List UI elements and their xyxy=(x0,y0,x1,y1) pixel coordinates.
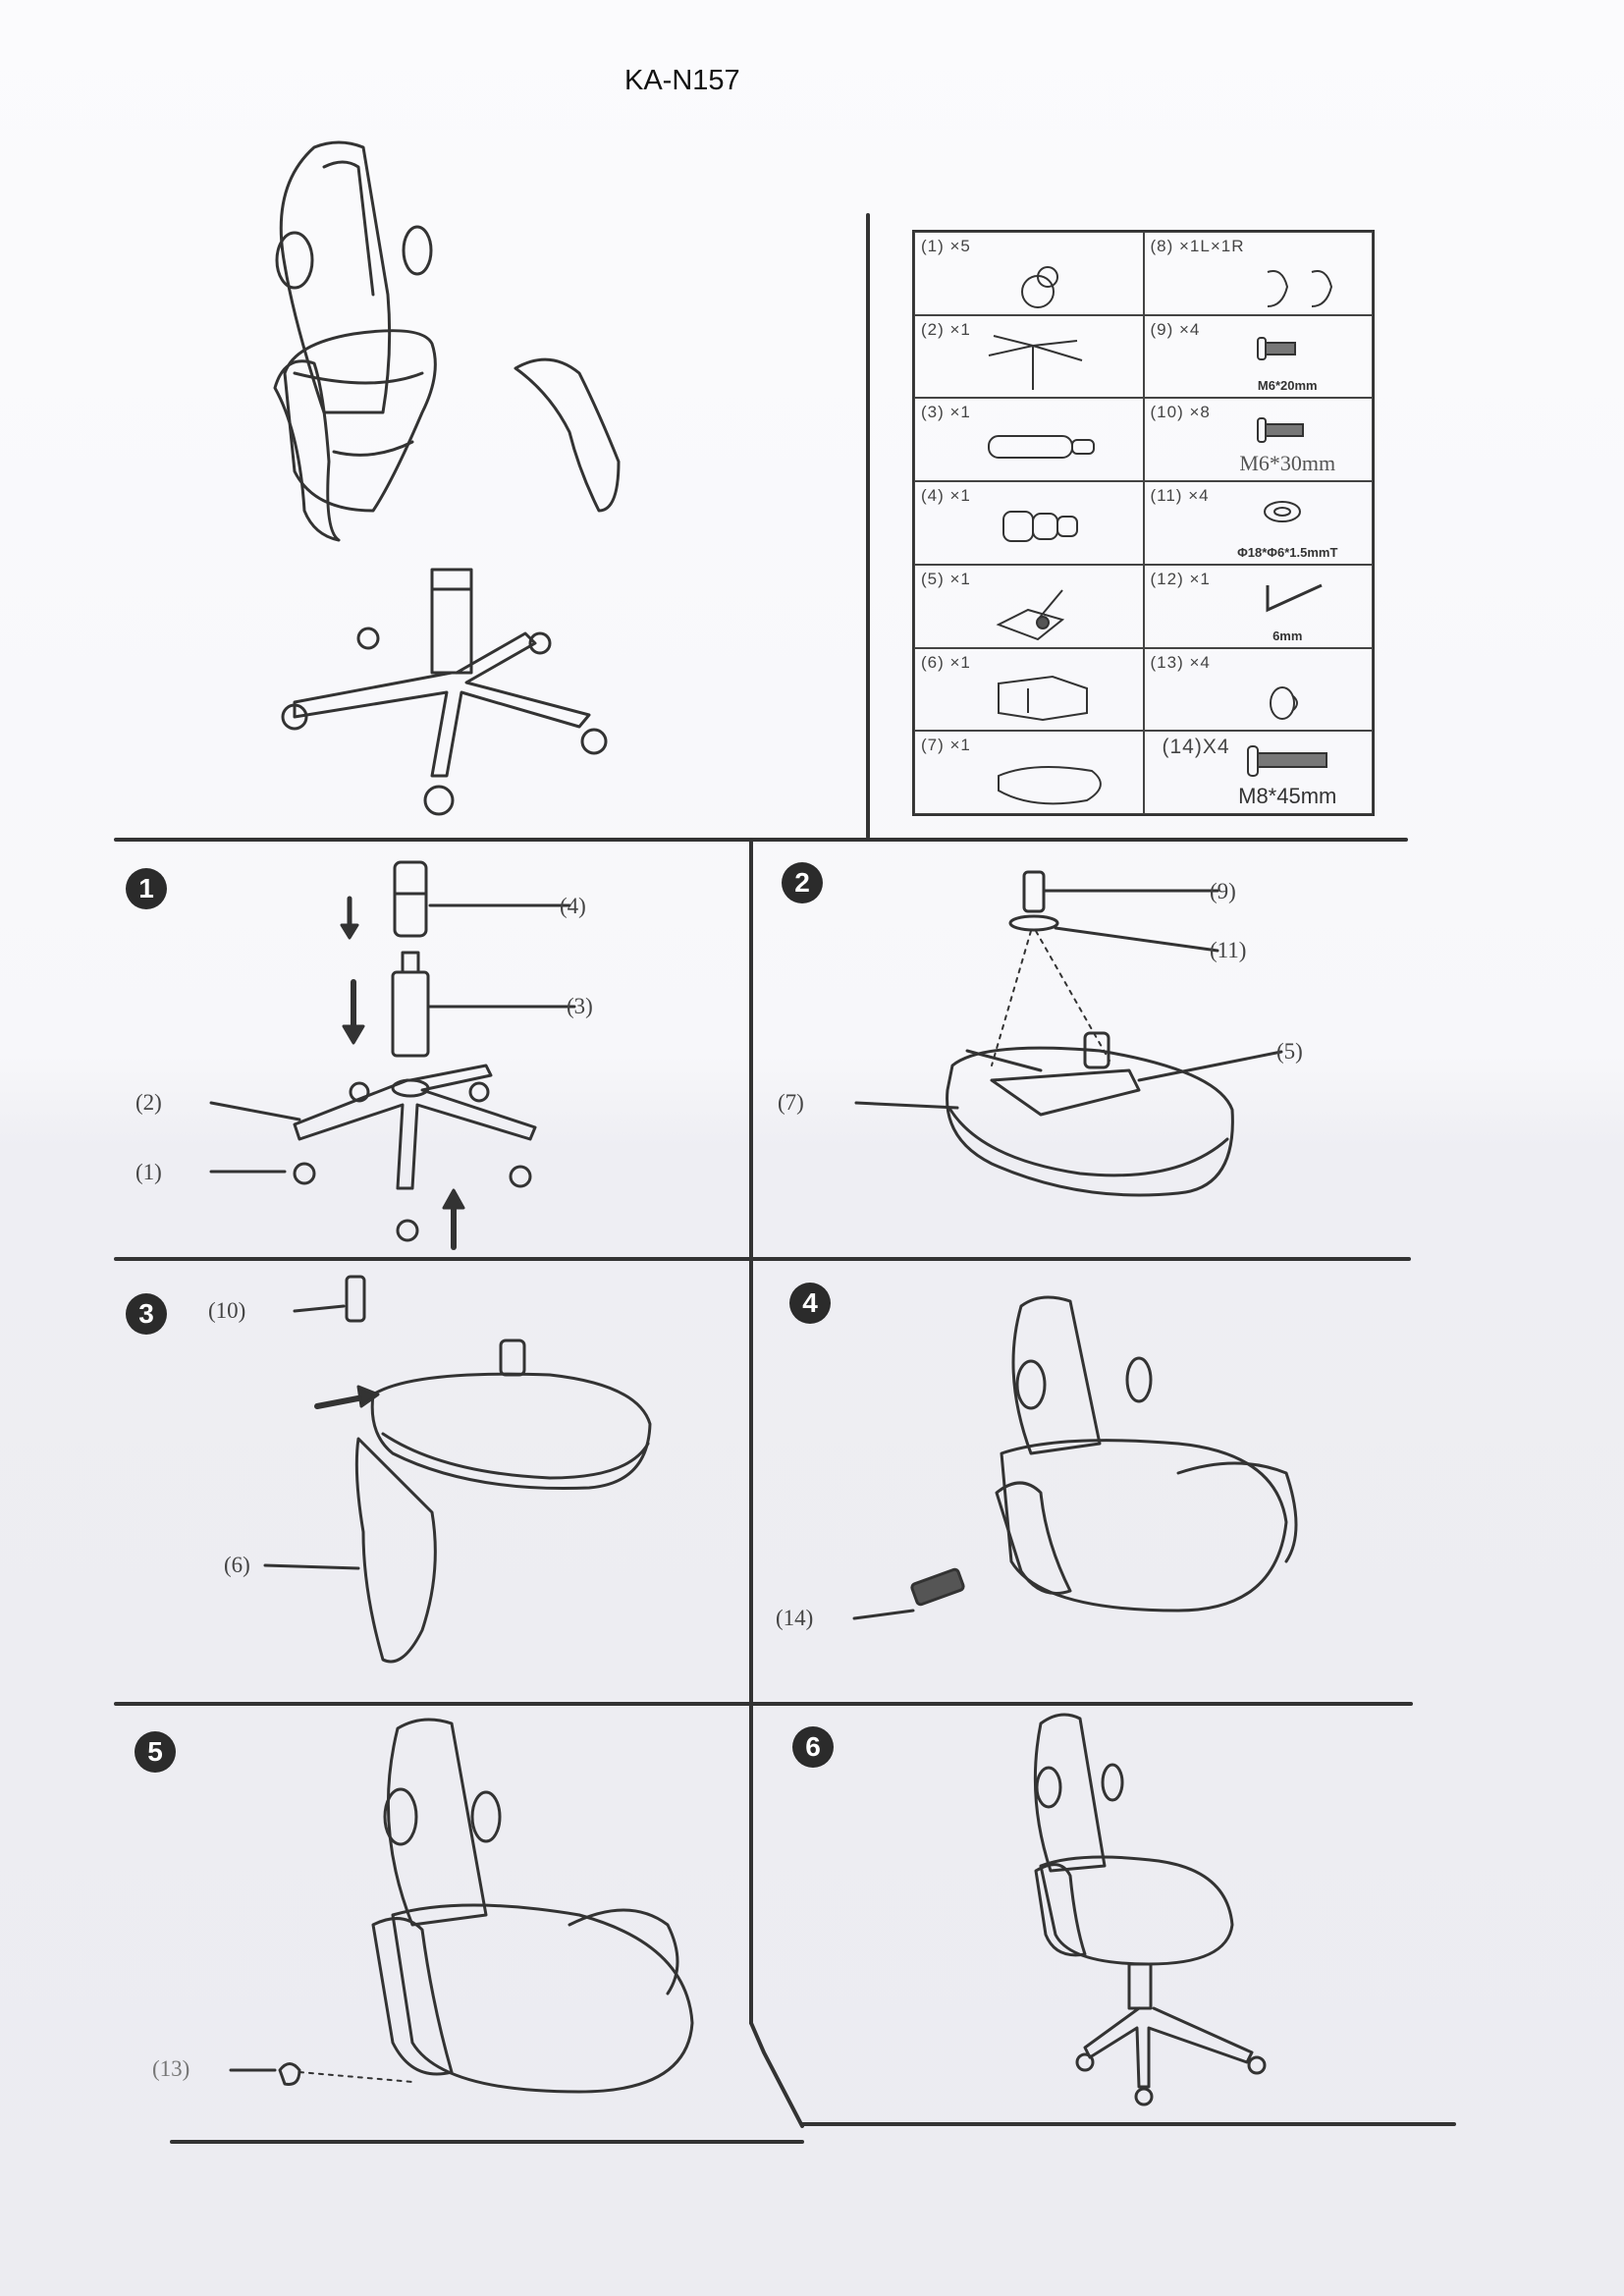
part-label: (14)X4 xyxy=(1162,736,1230,759)
part-spec: Φ18*Φ6*1.5mmT xyxy=(1237,544,1338,560)
part-label: (5) ×1 xyxy=(921,569,971,588)
part-label: (13) ×4 xyxy=(1150,652,1211,672)
part-cell-2: (2) ×1 xyxy=(914,314,1144,399)
callout-13: (13) xyxy=(152,2056,190,2081)
part-label: (4) ×1 xyxy=(921,486,971,506)
callout-7: (7) xyxy=(778,1090,804,1115)
section-dividers xyxy=(114,213,1456,2144)
parts-list-table: (1) ×5 (8) ×1L×1R (2) ×1 (9) ×4 M6*20mm … xyxy=(912,230,1375,816)
step6-drawing xyxy=(1033,1713,1267,2106)
callout-6: (6) xyxy=(224,1553,250,1577)
callout-11: (11) xyxy=(1210,938,1247,962)
caster-wheel-icon xyxy=(1021,266,1058,308)
armrest-cover-icon xyxy=(1267,270,1332,307)
callout-9: (9) xyxy=(1210,879,1236,903)
bolt-icon xyxy=(1246,745,1327,778)
step-6-number: 6 xyxy=(792,1726,834,1768)
step3-drawing xyxy=(263,1275,652,1664)
step1-drawing xyxy=(209,860,576,1250)
chair-base-icon xyxy=(988,334,1083,390)
step-1-number: 1 xyxy=(126,868,167,909)
step-2-number: 2 xyxy=(782,862,823,903)
part-label: (2) ×1 xyxy=(921,319,971,339)
part-label: (6) ×1 xyxy=(921,652,971,672)
step-3-number: 3 xyxy=(126,1293,167,1335)
step2-drawing xyxy=(854,870,1283,1197)
part-cell-3: (3) ×1 xyxy=(914,398,1144,482)
step-5-number: 5 xyxy=(135,1731,176,1773)
part-label: (8) ×1L×1R xyxy=(1150,237,1245,255)
callout-1: (1) xyxy=(135,1160,162,1184)
part-cell-7: (7) ×1 xyxy=(914,731,1144,814)
step-4-number: 4 xyxy=(789,1283,831,1324)
part-cell-5: (5) ×1 xyxy=(914,564,1144,648)
callout-2: (2) xyxy=(135,1090,162,1115)
part-spec: M8*45mm xyxy=(1238,784,1337,808)
part-cell-14: (14)X4 M8*45mm xyxy=(1143,731,1373,814)
part-label: (12) ×1 xyxy=(1150,569,1211,588)
backrest-icon xyxy=(998,675,1088,721)
part-label: (11) ×4 xyxy=(1150,486,1210,506)
gas-lift-icon xyxy=(988,435,1095,460)
part-cell-11: (11) ×4 Φ18*Φ6*1.5mmT xyxy=(1143,481,1373,565)
callout-5: (5) xyxy=(1276,1039,1303,1064)
callout-4: (4) xyxy=(560,894,586,918)
callout-3: (3) xyxy=(567,994,593,1018)
part-cell-9: (9) ×4 M6*20mm xyxy=(1143,314,1373,399)
part-spec: 6mm xyxy=(1272,628,1303,643)
callout-10: (10) xyxy=(208,1298,246,1323)
mechanism-icon xyxy=(996,589,1065,640)
seat-icon xyxy=(998,766,1102,805)
part-cell-13: (13) ×4 xyxy=(1143,647,1373,732)
part-cell-1: (1) ×5 xyxy=(914,232,1144,315)
part-label: (10) ×8 xyxy=(1150,403,1211,422)
model-number-title: KA-N157 xyxy=(624,65,740,96)
part-cell-8: (8) ×1L×1R xyxy=(1143,232,1373,315)
callout-14: (14) xyxy=(776,1606,814,1630)
part-spec: M6*30mm xyxy=(1239,451,1336,476)
part-cell-4: (4) ×1 xyxy=(914,481,1144,565)
bolt-icon xyxy=(1256,336,1296,360)
cap-icon xyxy=(1269,685,1298,720)
part-label: (1) ×5 xyxy=(921,237,971,255)
part-label: (3) ×1 xyxy=(921,403,971,422)
step4-drawing xyxy=(852,1295,1298,1620)
part-cell-10: (10) ×8 M6*30mm xyxy=(1143,398,1373,482)
part-cell-6: (6) ×1 xyxy=(914,647,1144,732)
part-spec: M6*20mm xyxy=(1257,378,1318,394)
allen-key-icon xyxy=(1266,583,1323,613)
part-label: (9) ×4 xyxy=(1150,319,1201,339)
part-label: (7) ×1 xyxy=(921,736,971,755)
bolt-icon xyxy=(1256,417,1304,444)
cylinder-cover-icon xyxy=(1002,511,1078,543)
washer-icon xyxy=(1263,501,1301,523)
part-cell-12: (12) ×1 6mm xyxy=(1143,564,1373,648)
chair-overview-drawing xyxy=(273,140,621,816)
step5-drawing xyxy=(229,1718,694,2094)
